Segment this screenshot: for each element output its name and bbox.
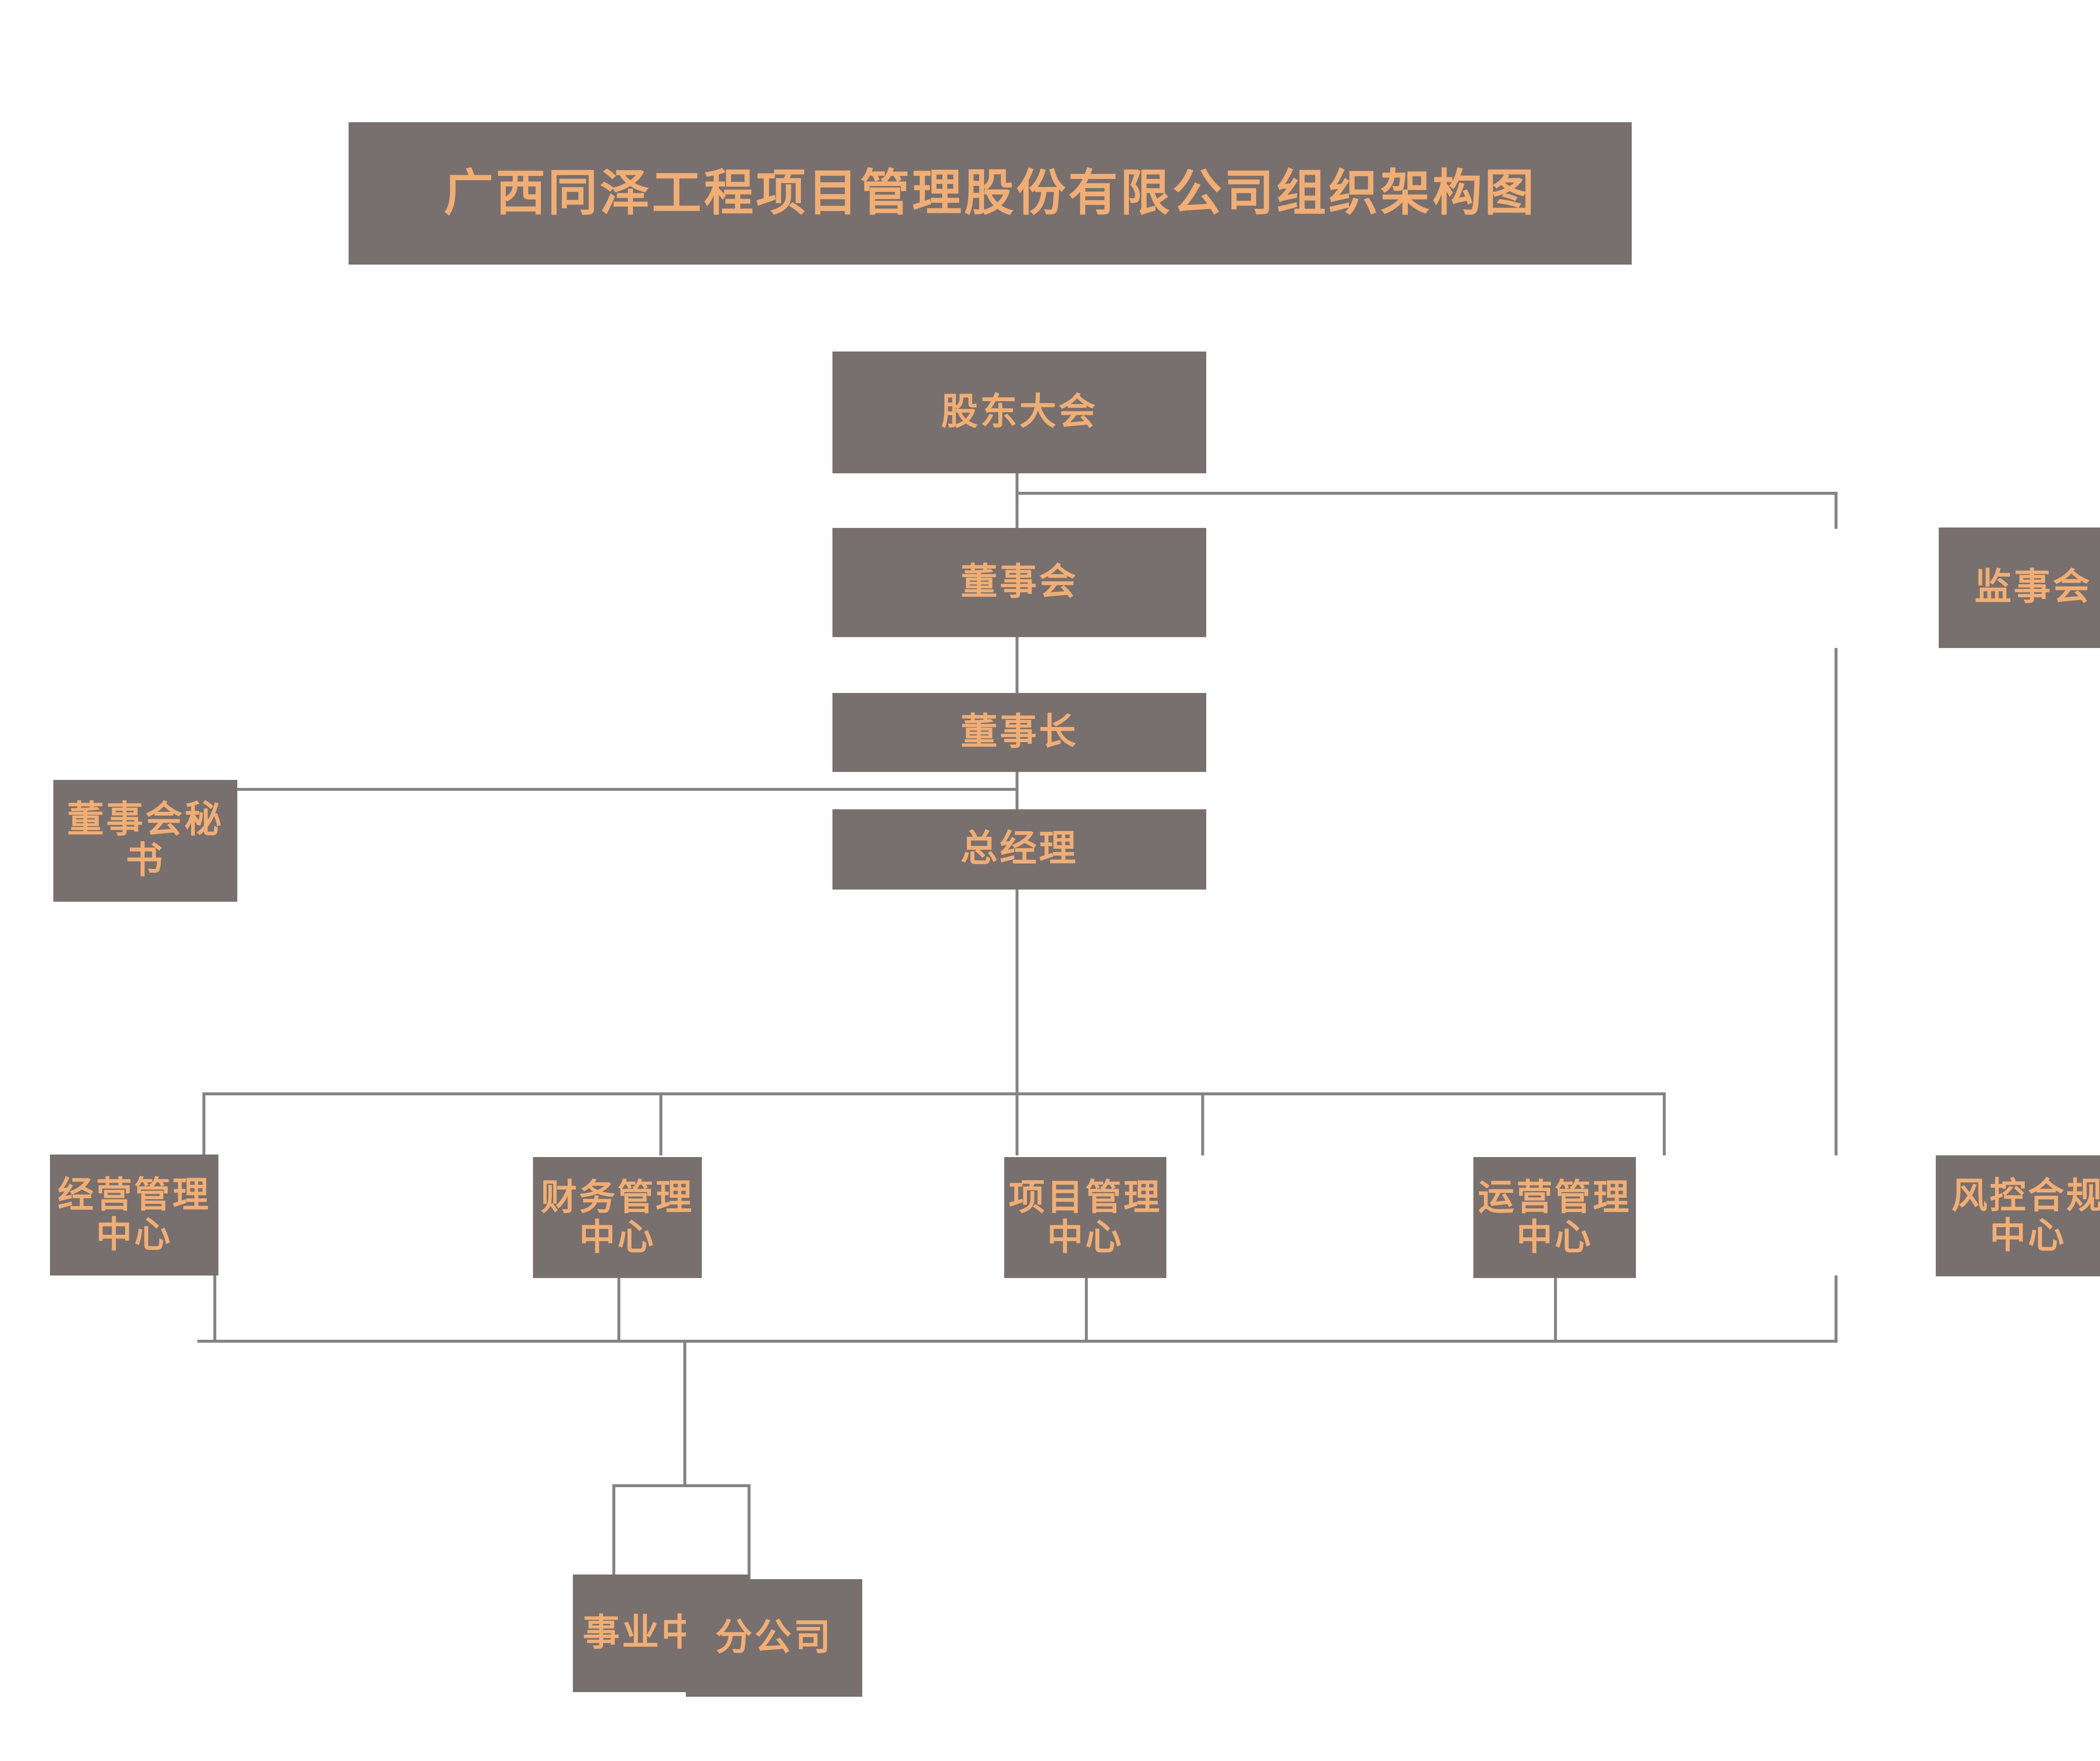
connector-supervisors-down [1835, 492, 1838, 529]
node-risk-control-compliance-center[interactable]: 风控合规中心 [1936, 1155, 2100, 1276]
connector-bottom-tbar [612, 1484, 750, 1487]
connector-lower-bus [197, 1340, 1838, 1343]
connector-lower-bus-drop [683, 1340, 686, 1487]
node-business-management-center[interactable]: 经营管理中心 [50, 1155, 218, 1275]
node-shareholders-meeting[interactable]: 股东大会 [832, 352, 1206, 473]
connector-bus-to-ops-stub [1201, 1092, 1204, 1155]
node-general-manager[interactable]: 总经理 [832, 809, 1206, 890]
connector-gm-down [1016, 890, 1018, 1094]
connector-department-bus [202, 1092, 1666, 1095]
node-board-secretary[interactable]: 董事会秘书 [53, 780, 237, 902]
connector-shareholders-down [1016, 472, 1018, 494]
connector-board-down [1016, 492, 1018, 530]
connector-bus-to-biz-mgmt [202, 1092, 205, 1155]
connector-bus-to-project-mgmt [1016, 1092, 1018, 1155]
connector-board-to-chairman [1016, 637, 1018, 702]
connector-bus-to-ops-mgmt [1663, 1092, 1666, 1155]
node-finance-management-center[interactable]: 财务管理中心 [533, 1157, 702, 1278]
node-project-management-center[interactable]: 项目管理中心 [1004, 1157, 1166, 1278]
connector-supervisors-to-risk-compliance [1835, 648, 1838, 1155]
connector-bus-to-finance-mgmt [659, 1092, 662, 1155]
connector-project-mgmt-down [1085, 1275, 1088, 1341]
chart-title-banner: 广西同泽工程项目管理股份有限公司组织架构图 [349, 122, 1632, 265]
node-branch-company[interactable]: 分公司 [686, 1579, 862, 1697]
connector-shareholders-to-supervisors [1016, 492, 1838, 495]
connector-chairman-to-gm [1016, 772, 1018, 811]
connector-biz-mgmt-down [213, 1275, 216, 1341]
node-board-of-supervisors[interactable]: 监事会 [1939, 528, 2100, 648]
connector-finance-mgmt-down [617, 1275, 620, 1341]
connector-tbar-to-business-unit [612, 1484, 615, 1575]
node-board-of-directors[interactable]: 董事会 [832, 528, 1206, 637]
connector-tbar-to-branch [748, 1484, 751, 1579]
connector-ops-mgmt-down [1554, 1275, 1557, 1341]
node-chairman[interactable]: 董事长 [832, 693, 1206, 772]
connector-chairman-to-board-secretary [237, 788, 1018, 791]
node-operations-management-center[interactable]: 运营管理中心 [1473, 1157, 1636, 1278]
connector-risk-compliance-down [1835, 1275, 1838, 1341]
